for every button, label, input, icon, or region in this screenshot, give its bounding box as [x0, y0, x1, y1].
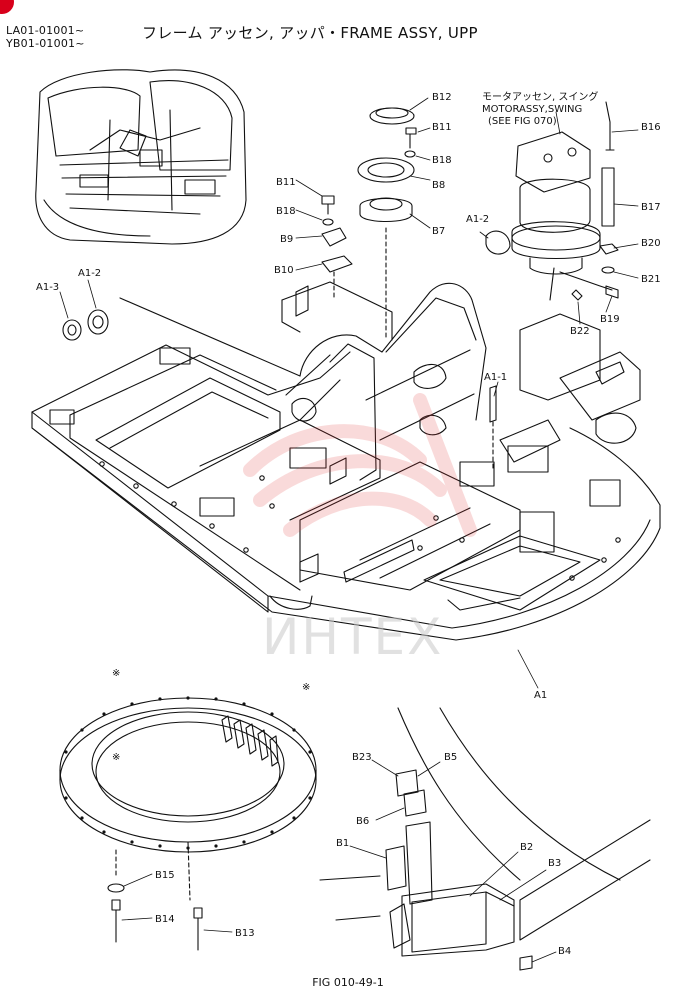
clip-b22: [571, 289, 583, 301]
counterweight-detail: [319, 707, 651, 971]
callout-b7: B7: [432, 226, 445, 237]
serial-range-2: YB01-01001~: [6, 37, 85, 50]
figure-number: FIG 010-49-1: [312, 976, 384, 989]
ref-mark-3: ※: [112, 752, 120, 763]
callout-a1-1: A1-1: [484, 372, 507, 383]
callout-b18-left: B18: [276, 206, 296, 217]
note-line-3: (SEE FIG 070): [488, 116, 557, 127]
callout-b13: B13: [235, 928, 255, 939]
callout-b1: B1: [336, 838, 349, 849]
swing-motor-note: モータアッセン, スイング MOTORASSY,SWING (SEE FIG 0…: [482, 90, 598, 127]
gasket-b10: [321, 255, 353, 273]
leader-lines: [59, 97, 639, 689]
callout-b3: B3: [548, 858, 561, 869]
callout-b19: B19: [600, 314, 620, 325]
washer-b18: [322, 218, 334, 226]
callout-b11: B11: [432, 122, 452, 133]
callout-b10: B10: [274, 265, 294, 276]
callout-b2: B2: [520, 842, 533, 853]
callout-b14: B14: [155, 914, 175, 925]
callout-b8: B8: [432, 180, 445, 191]
plate-b9: [321, 227, 347, 247]
ref-mark-2: ※: [302, 682, 310, 693]
callout-b16: B16: [641, 122, 661, 133]
callout-b11-left: B11: [276, 177, 296, 188]
leader-lines-lower: [349, 759, 557, 963]
pipe-b17: [601, 167, 615, 227]
watermark-text: ИНТЕХ: [262, 608, 443, 666]
ref-mark-1: ※: [112, 668, 120, 679]
overview-machine-illustration: [35, 69, 247, 245]
callout-b12: B12: [432, 92, 452, 103]
callout-b22: B22: [570, 326, 590, 337]
upper-frame-assembly: [31, 281, 661, 641]
leader-lines-ring: [121, 873, 233, 933]
nut-b20: [599, 243, 619, 255]
note-line-1: モータアッセン, スイング: [482, 90, 598, 103]
callout-b4: B4: [558, 946, 571, 957]
callout-labels: B12 B11 B18 B8 B7 B11 B18 B9 B10 B16 B17…: [36, 92, 661, 957]
page-title: フレーム アッセン, アッパ・FRAME ASSY, UPP: [142, 24, 478, 42]
note-line-2: MOTORASSY,SWING: [482, 104, 582, 115]
washer-b21: [601, 266, 615, 274]
callout-a1-3: A1-3: [36, 282, 59, 293]
swing-motor-assembly: [511, 131, 619, 301]
callout-b18: B18: [432, 155, 452, 166]
callout-b5: B5: [444, 752, 457, 763]
callout-a1: A1: [534, 690, 547, 701]
callout-b21: B21: [641, 274, 661, 285]
callout-b20: B20: [641, 238, 661, 249]
serial-range-1: LA01-01001~: [6, 24, 85, 37]
cover-parts-column: [357, 107, 417, 341]
ring-bolts: [107, 841, 203, 951]
bushings-a1: [62, 230, 511, 471]
callout-a1-2-right: A1-2: [466, 214, 489, 225]
callout-b23: B23: [352, 752, 372, 763]
dipstick-b16: [605, 101, 615, 151]
watermark-logo-icon: [243, 393, 477, 537]
bolt-b11: [321, 195, 335, 215]
callout-b17: B17: [641, 202, 661, 213]
slewing-ring-bearing: [59, 696, 317, 853]
callout-b15: B15: [155, 870, 175, 881]
callout-b6: B6: [356, 816, 369, 827]
callout-a1-2-left: A1-2: [78, 268, 101, 279]
callout-b9: B9: [280, 234, 293, 245]
